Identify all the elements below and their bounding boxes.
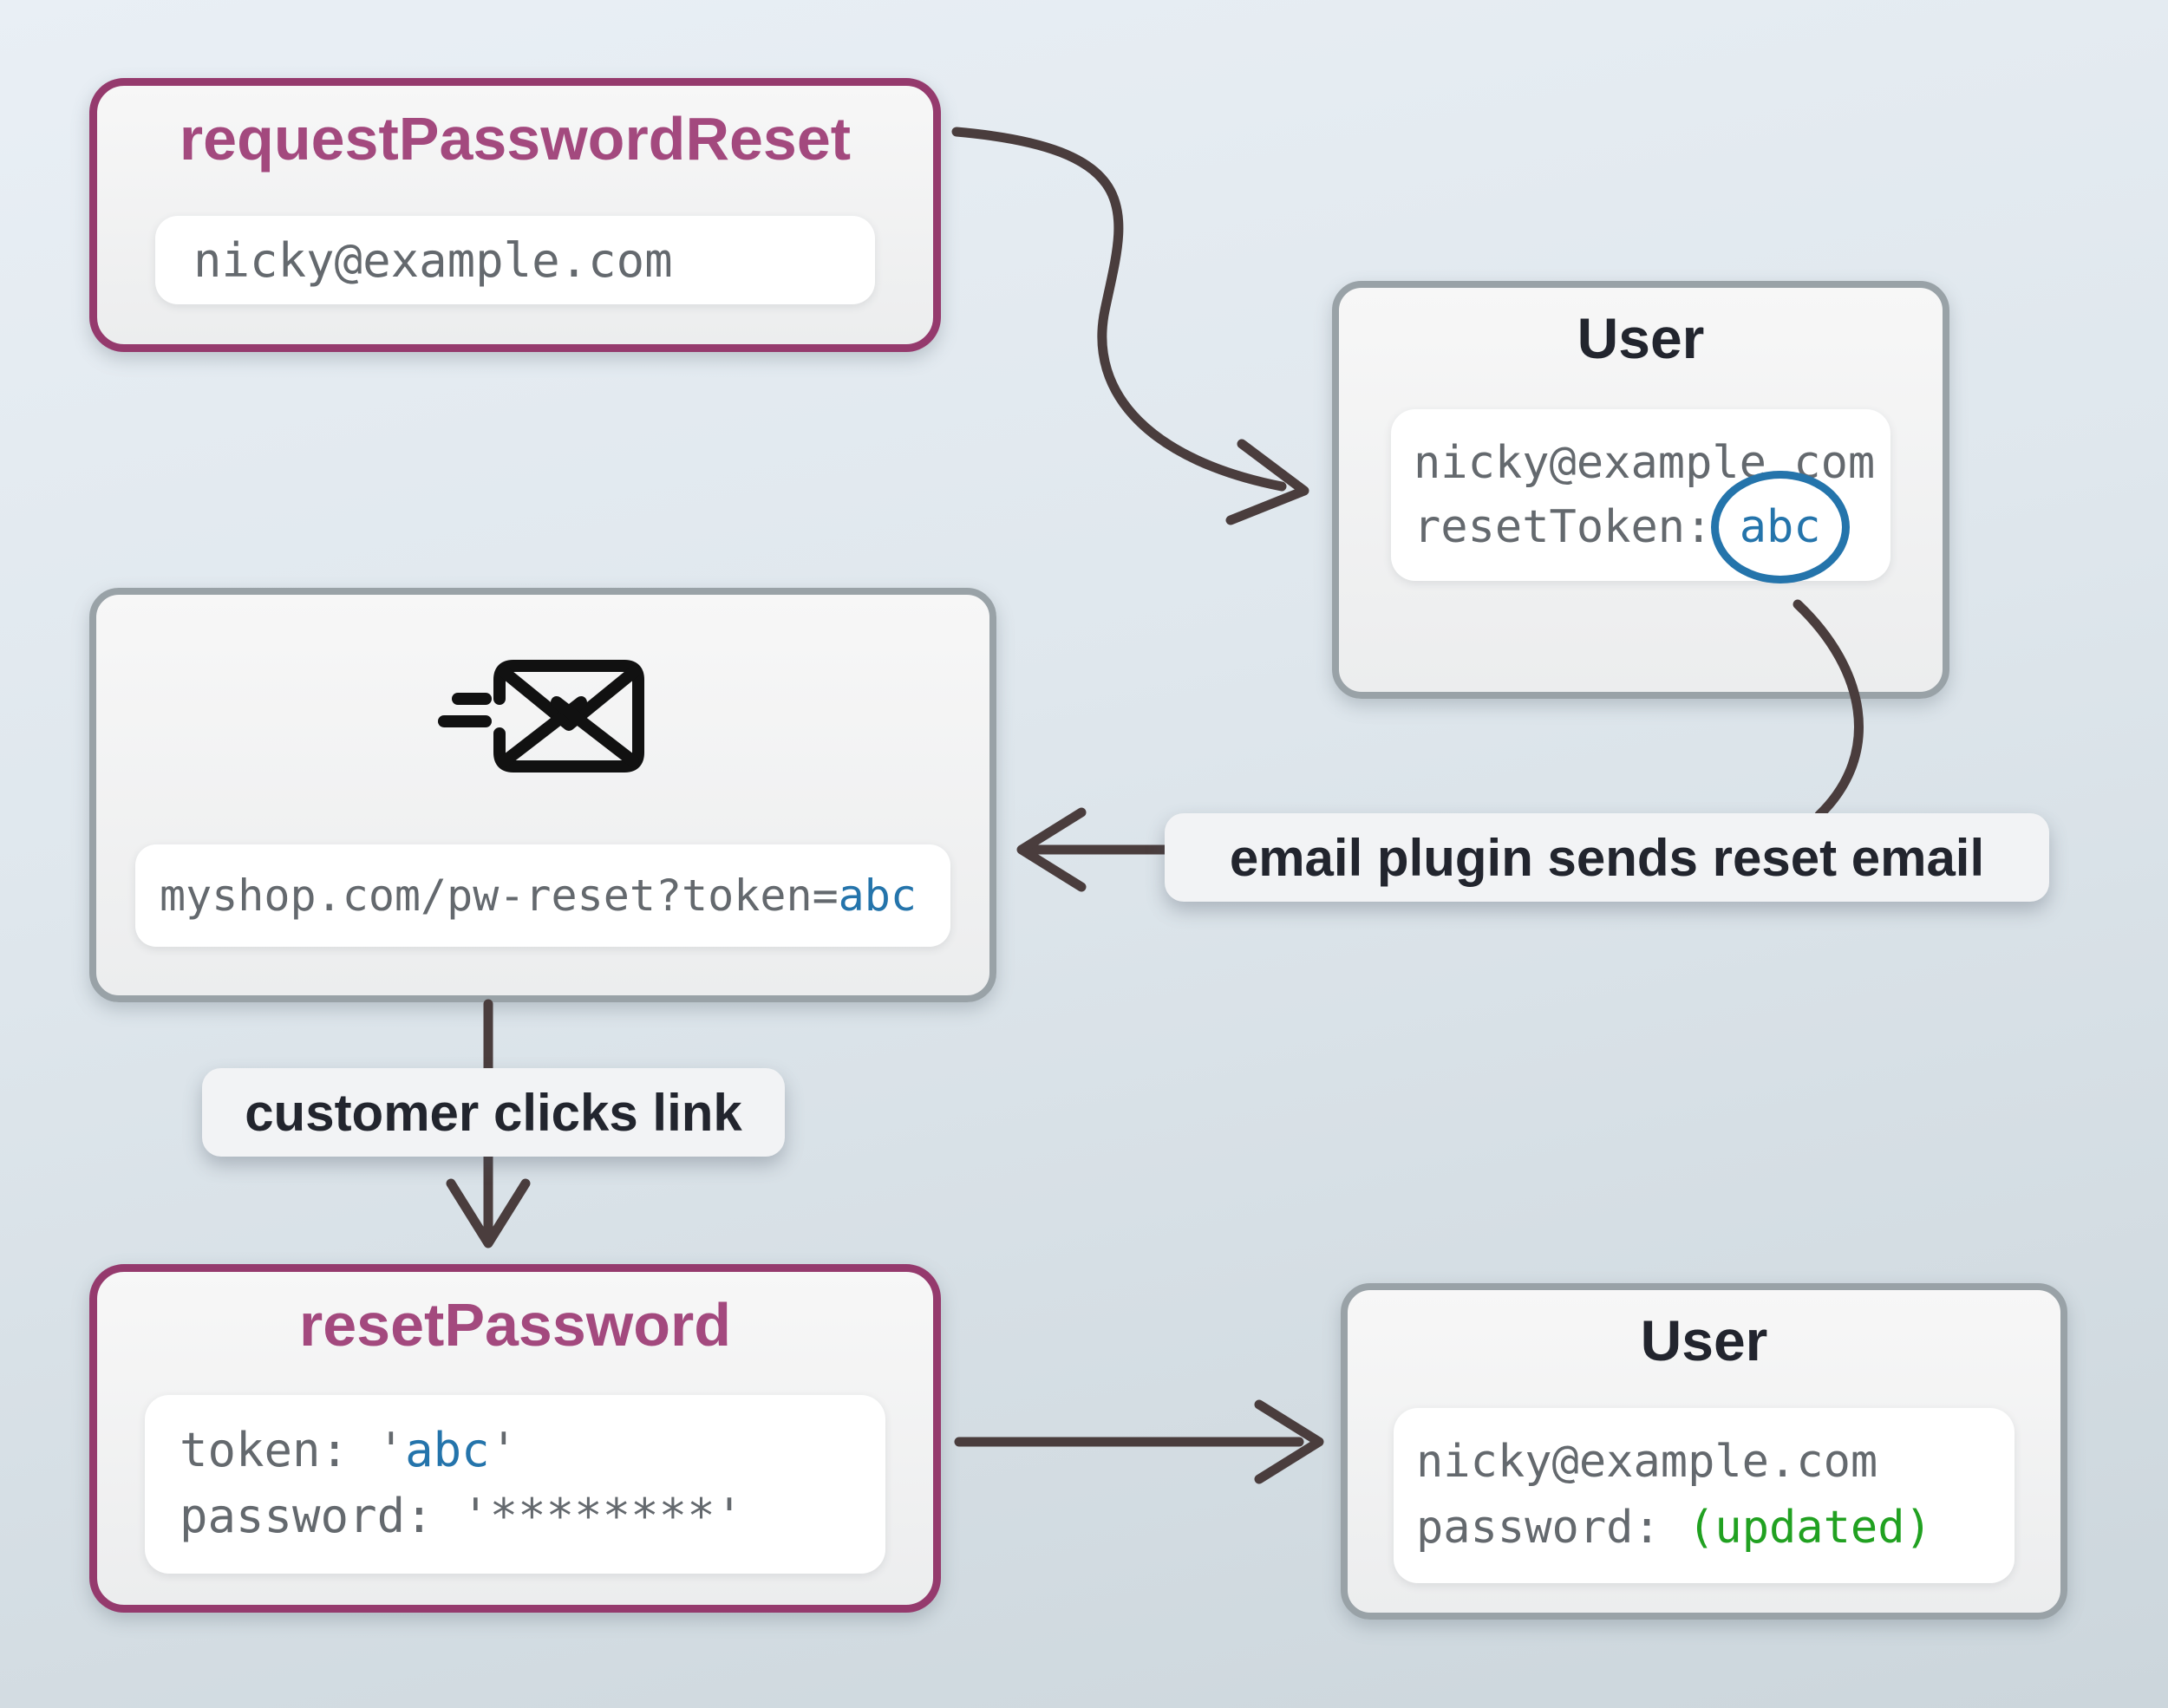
email-input-field: nicky@example.com (155, 216, 875, 305)
email-plugin-annotation-text: email plugin sends reset email (1229, 828, 1985, 887)
token-suffix: ' (489, 1423, 519, 1478)
user-bottom-email: nicky@example.com (1416, 1435, 1878, 1488)
arrowhead-email-to-resetpassword (446, 1178, 531, 1248)
password-line: password: '********' (180, 1489, 744, 1544)
customer-clicks-annotation-text: customer clicks link (245, 1083, 742, 1142)
reset-password-node: resetPassword token: 'abc' password: '**… (89, 1264, 941, 1613)
user-record-node-top: User nicky@example.com resetToken: abc (1332, 281, 1949, 699)
reset-token-label: resetToken: (1414, 500, 1740, 553)
customer-clicks-annotation: customer clicks link (202, 1068, 785, 1157)
token-line: token: 'abc' (180, 1418, 851, 1483)
user-top-email: nicky@example.com (1414, 436, 1876, 489)
request-password-reset-node: requestPasswordReset nicky@example.com (89, 78, 941, 352)
reset-token-value-circled: abc (1710, 470, 1850, 583)
send-email-icon (438, 660, 644, 773)
reset-link-prefix: myshop.com/pw-reset?token= (160, 870, 839, 921)
arrowhead-request-to-user (1225, 439, 1309, 525)
arrowhead-label-to-email-box (1016, 807, 1087, 892)
password-label: password: (1416, 1501, 1688, 1554)
user-bottom-password-line: password: (updated) (1416, 1495, 1992, 1561)
reset-email-node: myshop.com/pw-reset?token=abc (89, 588, 996, 1002)
token-value: abc (405, 1423, 490, 1478)
password-updated-value: (updated) (1688, 1501, 1932, 1554)
user-bottom-title: User (1640, 1308, 1768, 1372)
user-top-reset-token-line: resetToken: abc (1414, 470, 1868, 583)
reset-link-token: abc (838, 870, 917, 921)
user-record-node-bottom: User nicky@example.com password: (update… (1341, 1283, 2067, 1620)
email-value: nicky@example.com (193, 232, 673, 288)
arrow-request-to-user (951, 127, 1287, 492)
user-top-record-panel: nicky@example.com resetToken: abc (1391, 408, 1890, 583)
arrowhead-resetpassword-to-user (1254, 1399, 1324, 1484)
email-plugin-annotation: email plugin sends reset email (1165, 813, 2049, 902)
reset-password-title: resetPassword (298, 1291, 732, 1359)
request-password-reset-title: requestPasswordReset (179, 105, 852, 173)
token-prefix: token: ' (180, 1423, 406, 1478)
reset-link-field: myshop.com/pw-reset?token=abc (135, 844, 950, 947)
user-top-title: User (1577, 306, 1705, 370)
reset-password-args-panel: token: 'abc' password: '********' (145, 1395, 885, 1574)
user-bottom-record-panel: nicky@example.com password: (updated) (1394, 1407, 2015, 1583)
